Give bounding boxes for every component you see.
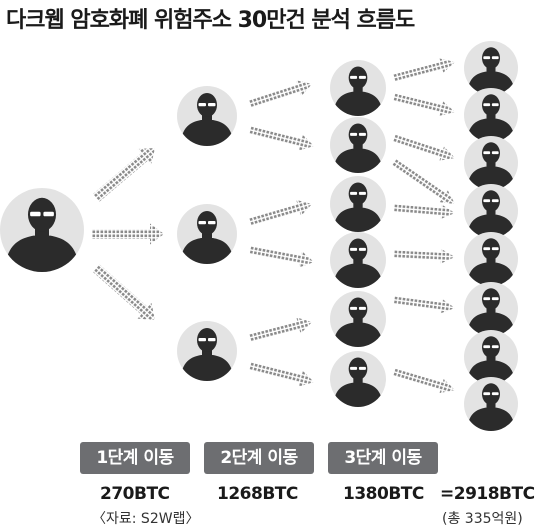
total-krw-note: (총 335억원) bbox=[442, 511, 523, 527]
stage2-avatar-5 bbox=[330, 291, 386, 347]
arrow-stage3-4 bbox=[392, 159, 456, 205]
stage3-avatar-3 bbox=[464, 136, 518, 190]
arrow-stage3-3 bbox=[392, 134, 455, 161]
arrow-stage2-2 bbox=[249, 126, 315, 151]
arrow-stage2-6 bbox=[249, 362, 315, 387]
stage1-avatar-3 bbox=[177, 321, 237, 381]
stage3-avatar-1 bbox=[464, 41, 518, 95]
stage1-avatar-2 bbox=[177, 204, 237, 264]
stage2-avatar-2 bbox=[330, 117, 386, 173]
stage2-avatar-3 bbox=[330, 176, 386, 232]
stage-1-badge: 1단계 이동 bbox=[80, 442, 190, 474]
stage-1-amount: 270BTC bbox=[100, 484, 170, 504]
stage-2-badge: 2단계 이동 bbox=[204, 442, 314, 474]
stage-2-amount: 1268BTC bbox=[217, 484, 298, 504]
stage3-avatar-4 bbox=[464, 184, 518, 238]
source-avatar bbox=[0, 188, 84, 272]
stage-3-amount: 1380BTC bbox=[343, 484, 424, 504]
stage3-avatar-2 bbox=[464, 88, 518, 142]
source-note: 〈자료: S2W랩〉 bbox=[92, 511, 200, 527]
stage3-avatar-8 bbox=[464, 377, 518, 431]
stage1-avatar-1 bbox=[177, 86, 237, 146]
arrow-stage3-2 bbox=[393, 93, 456, 116]
chart-title: 다크웹 암호화폐 위험주소 30만건 분석 흐름도 bbox=[6, 8, 415, 33]
arrow-stage3-6 bbox=[393, 248, 455, 264]
stage3-avatar-6 bbox=[464, 282, 518, 336]
arrow-stage1-3 bbox=[92, 264, 156, 321]
stage2-avatar-1 bbox=[330, 60, 386, 116]
arrow-stage2-5 bbox=[249, 317, 312, 342]
avatar-layer bbox=[0, 41, 518, 431]
arrow-stage3-8 bbox=[393, 368, 455, 394]
stage-3-badge: 3단계 이동 bbox=[328, 442, 438, 474]
arrow-stage1-2 bbox=[92, 223, 164, 245]
arrow-layer bbox=[92, 58, 456, 394]
arrow-stage2-4 bbox=[249, 246, 315, 268]
arrow-stage2-1 bbox=[248, 80, 313, 108]
stage2-avatar-6 bbox=[330, 351, 386, 407]
stage2-avatar-4 bbox=[330, 232, 386, 288]
arrow-stage2-3 bbox=[248, 199, 313, 226]
total-amount: =2918BTC bbox=[440, 484, 535, 504]
arrow-stage3-7 bbox=[393, 296, 456, 314]
stage3-avatar-5 bbox=[464, 232, 518, 286]
arrow-stage1-1 bbox=[92, 148, 155, 202]
arrow-stage3-5 bbox=[393, 204, 456, 220]
stage3-avatar-7 bbox=[464, 330, 518, 384]
arrow-stage3-1 bbox=[393, 58, 456, 82]
